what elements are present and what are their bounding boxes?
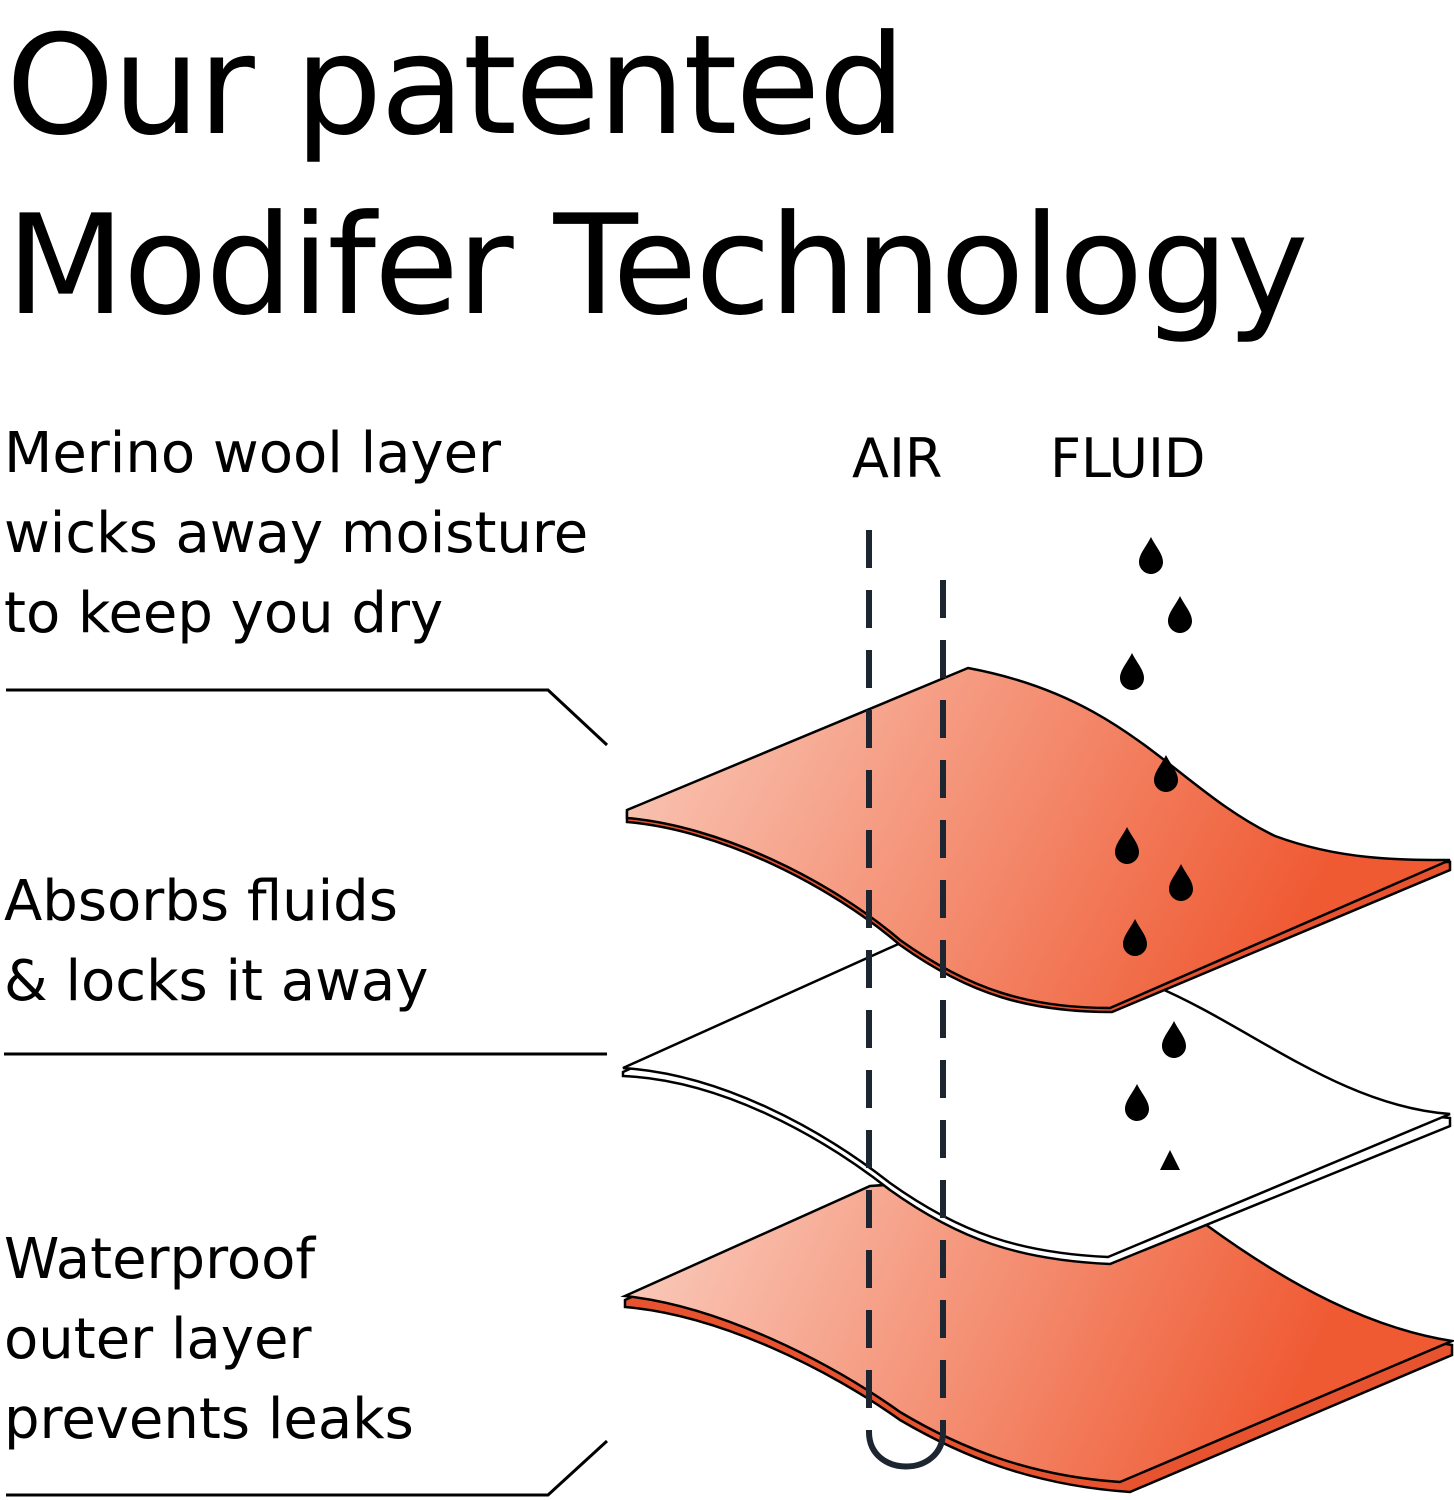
caption-line: & locks it away — [4, 949, 429, 1014]
leader-line-merino — [6, 688, 609, 747]
droplet-icon — [1168, 596, 1192, 633]
caption-line: to keep you dry — [4, 581, 444, 646]
droplet-icon — [1120, 653, 1144, 690]
caption-line: Merino wool layer — [4, 421, 502, 486]
page-title: Our patented Modifer Technology — [6, 0, 1309, 356]
caption-waterproof-layer: Waterproof outer layer prevents leaks — [4, 1220, 414, 1460]
air-label: AIR — [852, 427, 943, 490]
air-flow-lines — [866, 530, 946, 1470]
caption-line: prevents leaks — [4, 1387, 414, 1452]
title-line-2: Modifer Technology — [6, 185, 1309, 346]
fluid-droplets — [1115, 537, 1193, 1170]
caption-line: outer layer — [4, 1307, 312, 1372]
caption-line: Waterproof — [4, 1227, 316, 1292]
fluid-label: FLUID — [1050, 427, 1206, 490]
caption-merino-layer: Merino wool layer wicks away moisture to… — [4, 414, 588, 654]
air-line-loop — [866, 1431, 946, 1470]
title-line-1: Our patented — [6, 5, 906, 166]
waterproof-layer — [620, 1183, 1454, 1494]
droplet-icon — [1160, 1150, 1180, 1170]
caption-absorbent-layer: Absorbs fluids & locks it away — [4, 862, 428, 1022]
absorbent-layer — [621, 939, 1452, 1266]
leader-line-waterproof — [6, 1439, 609, 1497]
caption-line: wicks away moisture — [4, 501, 589, 566]
merino-layer — [625, 666, 1452, 1014]
caption-line: Absorbs fluids — [4, 869, 398, 934]
droplet-icon — [1139, 537, 1163, 574]
